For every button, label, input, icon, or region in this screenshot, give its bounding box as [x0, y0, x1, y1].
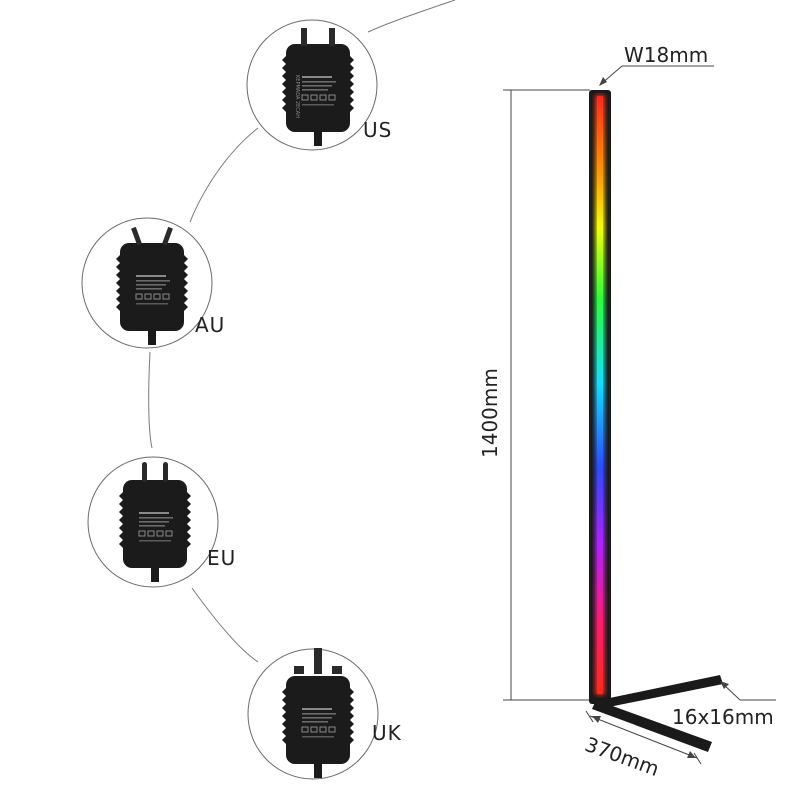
adapter-eu — [87, 456, 219, 588]
label-au: AU — [195, 313, 226, 337]
label-uk: UK — [372, 721, 402, 745]
height-dimension — [503, 89, 590, 701]
width-label: W18mm — [624, 43, 709, 67]
profile-pointer — [721, 682, 776, 701]
adapter-us: KEPMADA 2ECAH — [246, 19, 378, 151]
base-dimension — [585, 710, 702, 765]
adapter-au — [81, 217, 213, 349]
width-pointer — [599, 65, 714, 86]
profile-label: 16x16mm — [672, 705, 774, 729]
floor-lamp — [589, 90, 723, 752]
adapter-uk — [247, 648, 379, 780]
label-us: US — [363, 118, 393, 142]
connector-arc — [148, 0, 456, 663]
svg-text:KEPMADA 2ECAH: KEPMADA 2ECAH — [294, 75, 300, 118]
height-label: 1400mm — [478, 368, 502, 458]
label-eu: EU — [207, 546, 237, 570]
